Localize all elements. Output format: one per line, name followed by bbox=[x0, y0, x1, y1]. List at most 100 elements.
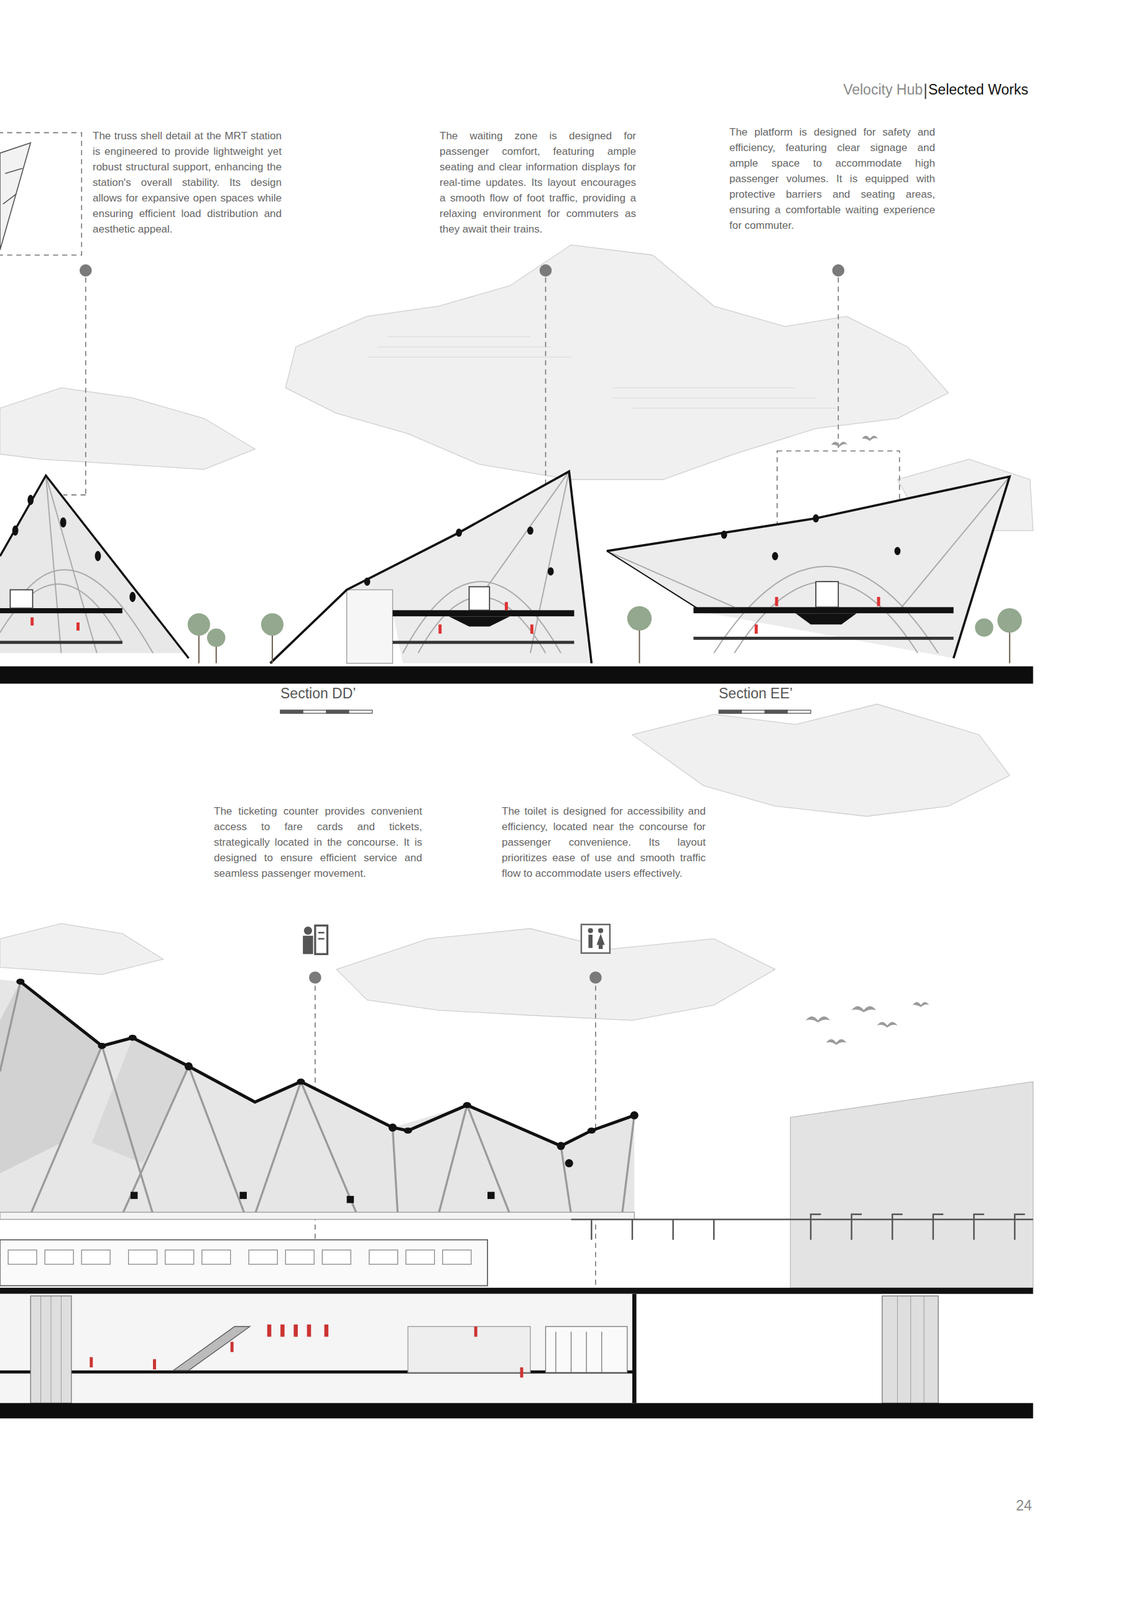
longitudinal-section bbox=[20, 981, 635, 1146]
station-section bbox=[775, 596, 779, 607]
longitudinal-section bbox=[152, 1359, 157, 1370]
tree bbox=[261, 613, 284, 636]
longitudinal-section bbox=[520, 1367, 524, 1378]
truss-detail bbox=[0, 143, 31, 250]
station-section bbox=[0, 641, 123, 645]
callout-dot bbox=[309, 971, 602, 984]
callout-dot bbox=[309, 971, 322, 984]
station-section bbox=[346, 589, 393, 663]
longitudinal-section bbox=[122, 1066, 190, 1215]
longitudinal-section bbox=[230, 1341, 234, 1352]
scale-bar bbox=[326, 710, 349, 714]
station-section bbox=[734, 581, 918, 653]
callout-note: The toilet is designed for accessibility… bbox=[501, 803, 706, 882]
toilet-icon bbox=[598, 943, 604, 949]
longitudinal-section bbox=[713, 1219, 715, 1240]
toilet-icon bbox=[588, 927, 594, 933]
leader-line bbox=[85, 277, 87, 495]
station-section bbox=[9, 589, 33, 609]
station-section bbox=[547, 567, 554, 576]
longitudinal-section bbox=[622, 1115, 635, 1215]
longitudinal-section bbox=[128, 1034, 137, 1041]
longitudinal-section bbox=[0, 1287, 1034, 1294]
longitudinal-section bbox=[346, 1195, 354, 1203]
callout-note: The ticketing counter provides convenien… bbox=[213, 803, 423, 882]
station-section bbox=[46, 475, 97, 654]
station-section bbox=[76, 622, 80, 631]
longitudinal-section bbox=[590, 1219, 592, 1240]
toilet-icon bbox=[588, 934, 593, 948]
station-section bbox=[468, 471, 569, 612]
cloud bbox=[611, 387, 796, 388]
longitudinal-section bbox=[8, 1249, 37, 1265]
callout-dot bbox=[79, 264, 845, 277]
station-section bbox=[95, 550, 102, 561]
longitudinal-section bbox=[130, 1191, 138, 1199]
station-section bbox=[455, 528, 462, 537]
longitudinal-section bbox=[293, 1324, 298, 1337]
longitudinal-section bbox=[16, 978, 639, 1204]
longitudinal-section bbox=[0, 981, 635, 1215]
longitudinal-section bbox=[790, 1081, 1033, 1288]
cloud bbox=[611, 397, 816, 398]
longitudinal-section bbox=[1014, 1214, 1025, 1240]
station-section bbox=[693, 606, 954, 614]
station-section bbox=[129, 591, 136, 602]
station-section bbox=[721, 514, 901, 561]
cloud bbox=[0, 387, 255, 470]
ticketing-icon bbox=[302, 935, 313, 955]
longitudinal-section bbox=[184, 1061, 193, 1071]
tree bbox=[974, 618, 994, 637]
cloud bbox=[377, 346, 551, 347]
station-section bbox=[0, 475, 184, 654]
station-section bbox=[693, 636, 954, 640]
longitudinal-section bbox=[810, 1214, 821, 1240]
longitudinal-section bbox=[44, 1249, 74, 1265]
station-section bbox=[0, 475, 189, 659]
bird bbox=[912, 1001, 929, 1007]
station-section bbox=[12, 494, 136, 602]
longitudinal-section bbox=[557, 1141, 566, 1150]
bird bbox=[861, 435, 878, 441]
station-section bbox=[0, 475, 189, 659]
longitudinal-section bbox=[89, 1356, 93, 1367]
longitudinal-section bbox=[101, 1045, 153, 1215]
longitudinal-section bbox=[0, 979, 635, 1220]
longitudinal-section bbox=[322, 1249, 351, 1265]
station-section bbox=[754, 624, 758, 634]
truss-detail bbox=[0, 143, 31, 250]
leader-line bbox=[63, 494, 86, 496]
station-section bbox=[606, 476, 1010, 658]
station-section bbox=[60, 517, 67, 528]
scale-bar bbox=[718, 710, 742, 714]
callout-dot bbox=[79, 264, 93, 277]
longitudinal-section bbox=[0, 1293, 635, 1404]
cloud bbox=[336, 928, 775, 1021]
longitudinal-section bbox=[407, 1326, 531, 1373]
station-section bbox=[606, 550, 704, 612]
longitudinal-section bbox=[632, 1293, 637, 1404]
toilet-icon bbox=[596, 933, 605, 945]
longitudinal-section bbox=[555, 1331, 602, 1373]
tree bbox=[997, 608, 1022, 633]
longitudinal-section bbox=[601, 1331, 602, 1373]
cloud bbox=[387, 336, 531, 337]
longitudinal-section bbox=[892, 1214, 903, 1240]
station-section bbox=[795, 613, 857, 625]
ground-slab bbox=[0, 666, 1034, 684]
longitudinal-section bbox=[560, 1145, 571, 1215]
longitudinal-section bbox=[631, 1219, 633, 1240]
tree bbox=[207, 628, 226, 648]
longitudinal-section bbox=[882, 1295, 939, 1403]
station-section bbox=[364, 526, 554, 586]
station-section bbox=[0, 475, 153, 654]
longitudinal-section bbox=[267, 1324, 272, 1337]
header-divider bbox=[925, 83, 927, 100]
longitudinal-section bbox=[392, 1127, 398, 1214]
station-section bbox=[815, 581, 839, 607]
ticketing-icon bbox=[302, 923, 329, 957]
longitudinal-section bbox=[0, 1370, 635, 1374]
station-section bbox=[346, 471, 590, 663]
station-section bbox=[721, 530, 728, 539]
longitudinal-section bbox=[188, 1066, 245, 1215]
